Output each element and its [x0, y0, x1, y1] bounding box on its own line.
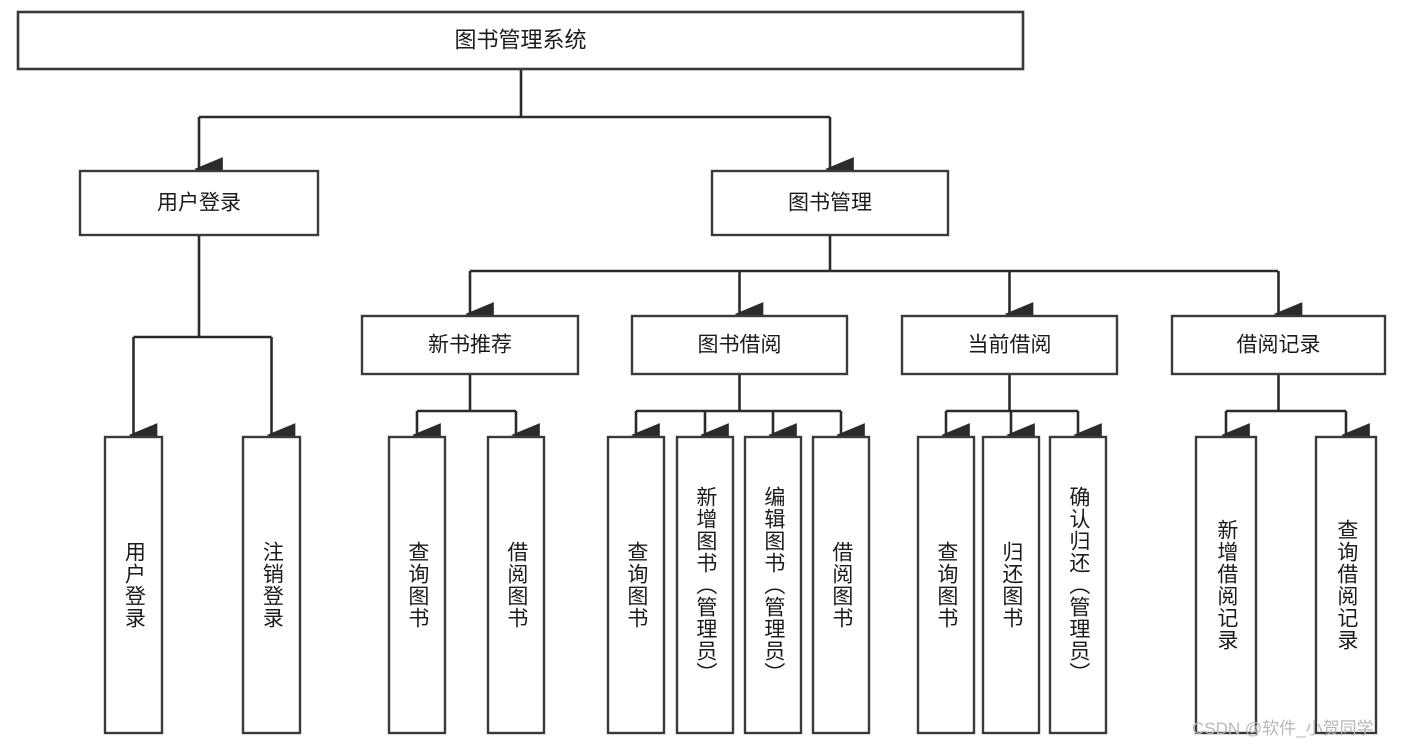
node-leaf-borrow-book-1[interactable] — [486, 435, 546, 735]
node-leaf-confirm-return[interactable] — [1048, 435, 1108, 735]
node-label-book-borrow: 图书借阅 — [698, 334, 782, 357]
node-book-management[interactable] — [710, 169, 950, 237]
node-leaf-query-book-1[interactable] — [387, 435, 447, 735]
node-leaf-borrow-book-2[interactable] — [811, 435, 871, 735]
csdn-watermark: CSDN @软件_小贺同学 — [1192, 719, 1374, 738]
node-label-root: 图书管理系统 — [454, 27, 586, 52]
node-current-borrow[interactable] — [900, 314, 1119, 376]
node-book-borrow[interactable] — [630, 314, 849, 376]
node-user-login[interactable] — [78, 169, 320, 237]
node-root[interactable] — [16, 10, 1025, 71]
node-boxes-group — [16, 10, 1387, 735]
node-leaf-user-login[interactable] — [103, 435, 164, 735]
node-leaf-logout[interactable] — [241, 435, 302, 735]
node-label-book-management: 图书管理 — [788, 192, 872, 215]
node-leaf-query-record[interactable] — [1314, 435, 1378, 735]
node-label-current-borrow: 当前借阅 — [968, 334, 1052, 357]
connector-lines-group — [128, 69, 1370, 447]
node-leaf-edit-book[interactable] — [743, 435, 803, 735]
node-borrow-record[interactable] — [1170, 314, 1387, 376]
node-leaf-return-book[interactable] — [981, 435, 1041, 735]
node-label-new-book-recommend: 新书推荐 — [428, 334, 512, 357]
node-leaf-query-book-3[interactable] — [916, 435, 976, 735]
node-leaf-query-book-2[interactable] — [606, 435, 666, 735]
node-label-user-login: 用户登录 — [157, 192, 241, 215]
node-new-book-recommend[interactable] — [360, 314, 580, 376]
node-label-borrow-record: 借阅记录 — [1237, 334, 1321, 357]
node-leaf-add-record[interactable] — [1194, 435, 1258, 735]
node-leaf-add-book[interactable] — [675, 435, 735, 735]
